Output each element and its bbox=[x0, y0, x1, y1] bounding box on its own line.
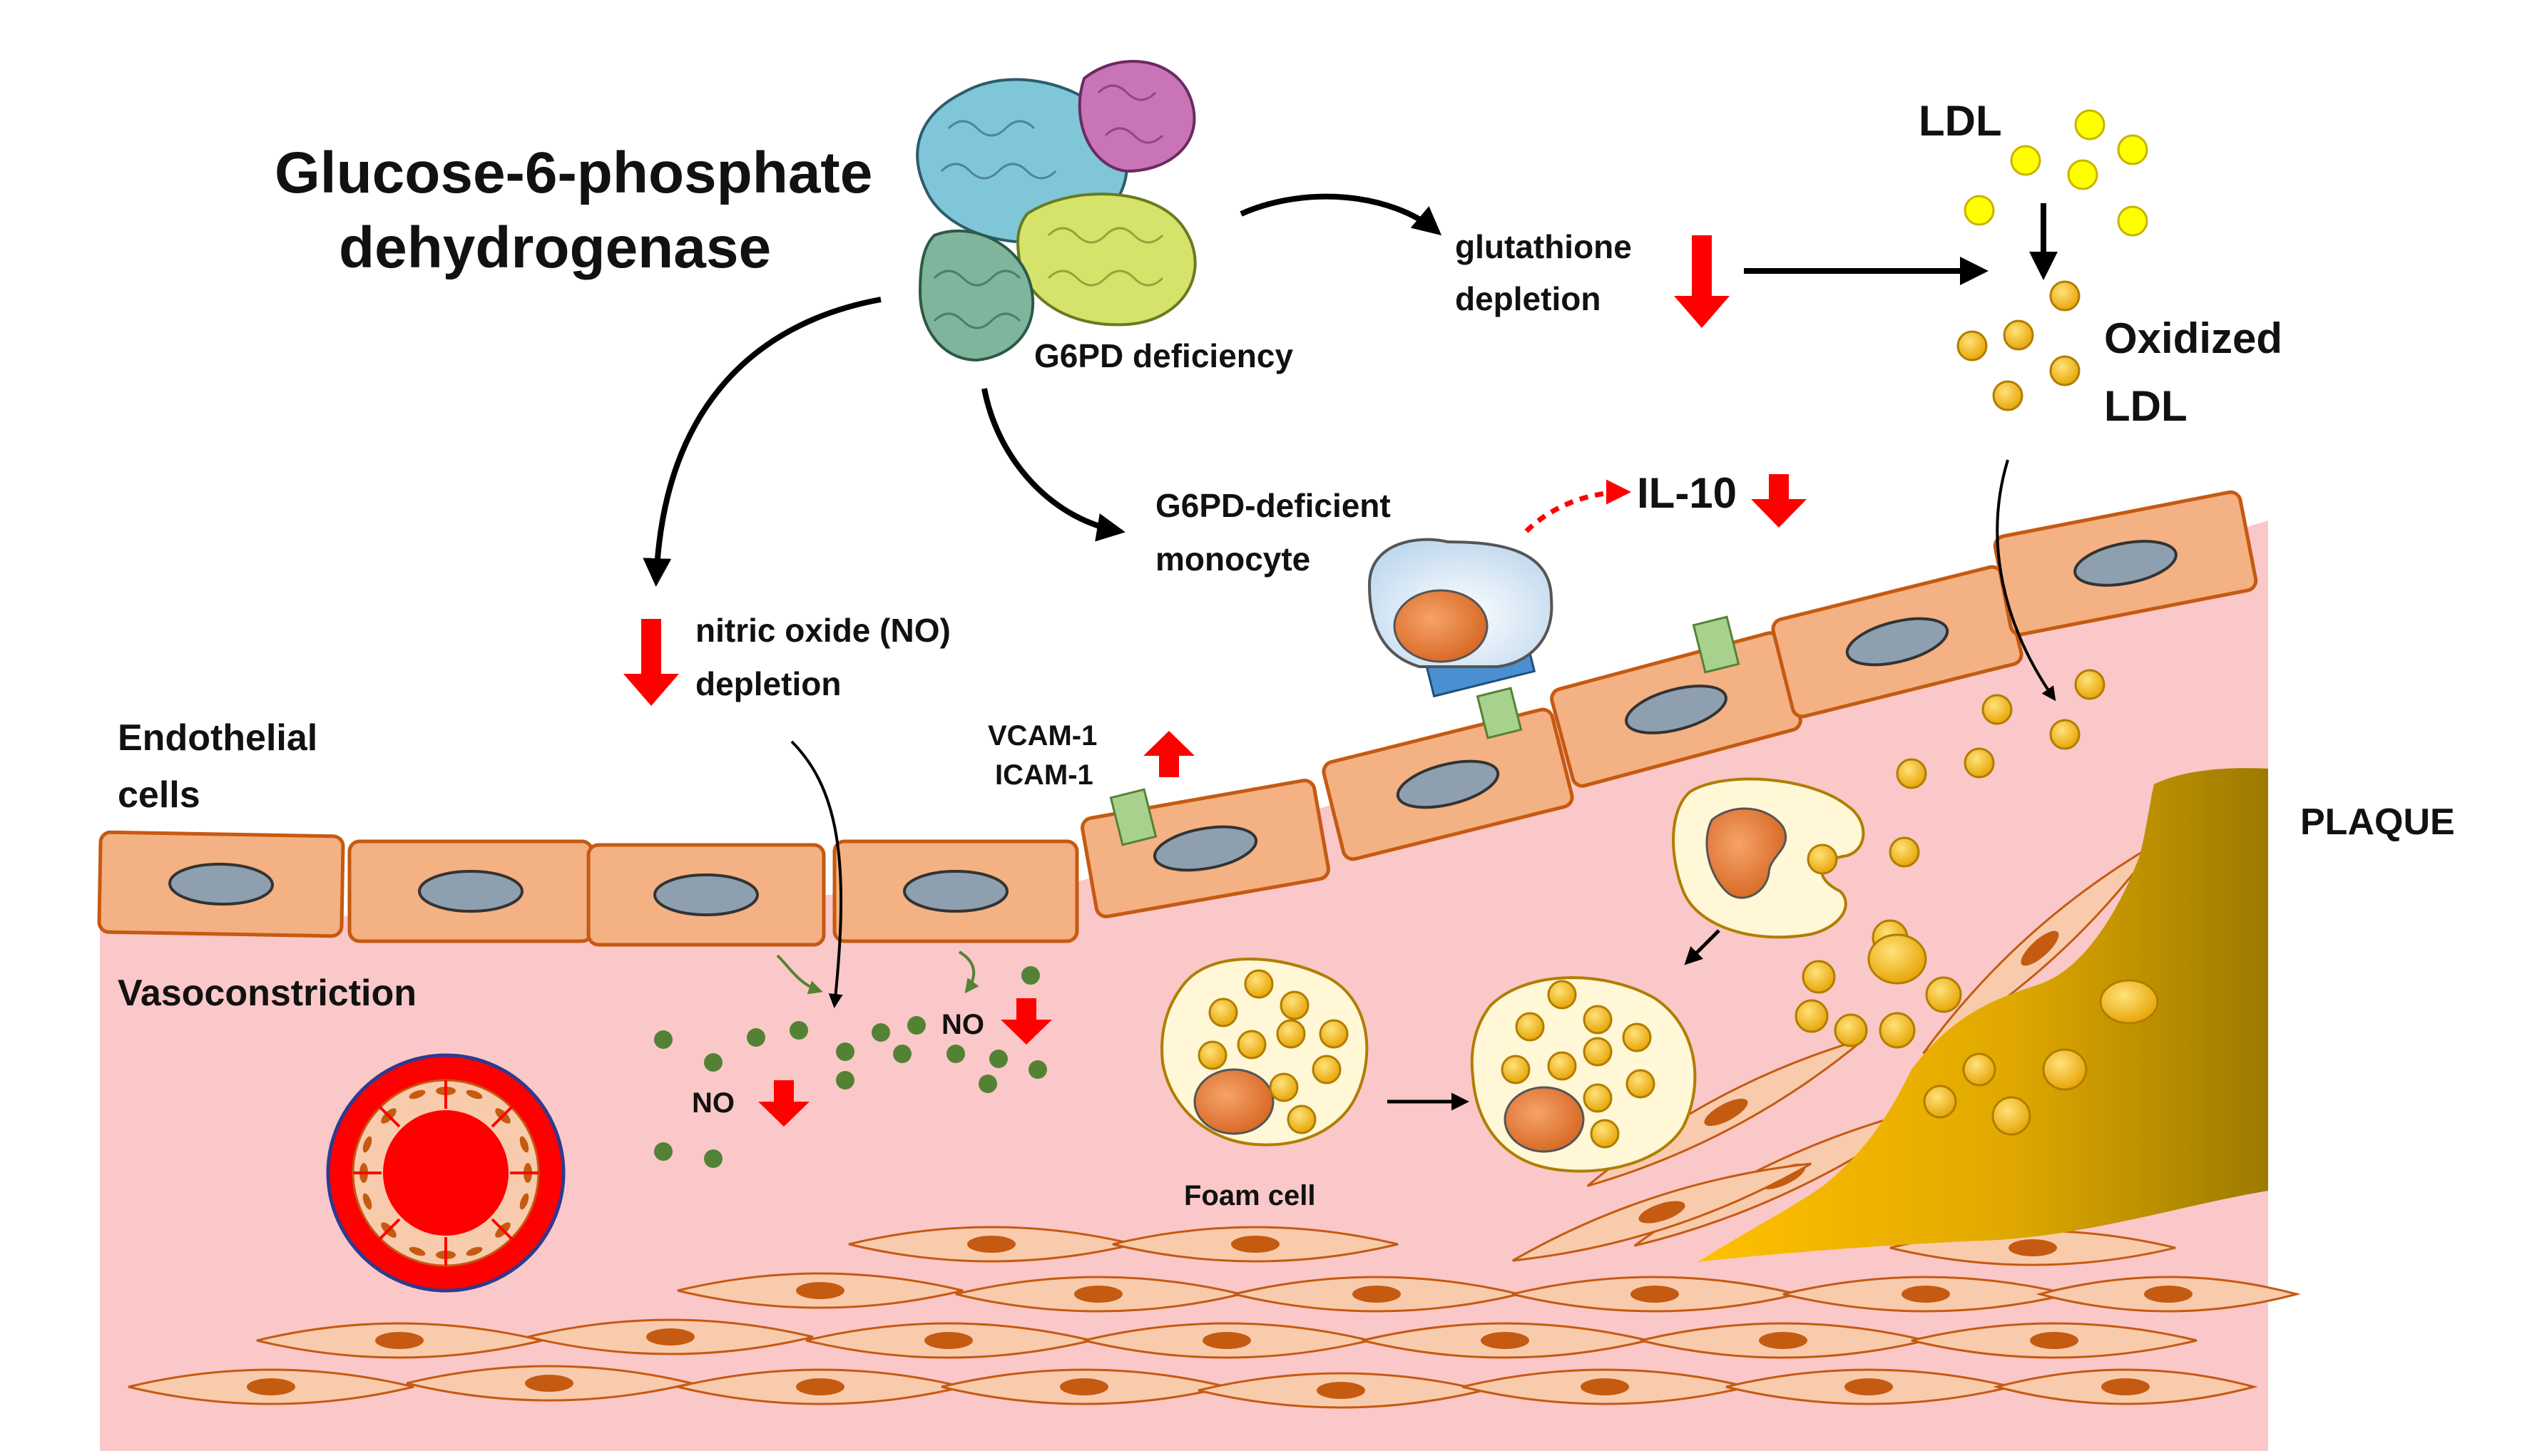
plaque-ldl-particles bbox=[1923, 979, 2159, 1136]
arrow-down-glutathione-icon bbox=[1674, 235, 1730, 328]
g6pd-protein-structure bbox=[916, 60, 1197, 362]
title-line2: dehydrogenase bbox=[339, 215, 771, 280]
adhesion-molecule-2 bbox=[1692, 615, 1740, 674]
plaque-label: PLAQUE bbox=[2300, 801, 2455, 843]
endothelial-cells-label-1: Endothelial bbox=[118, 717, 317, 759]
intimal-oxldl-particles bbox=[1795, 669, 2106, 1049]
thin-arrows bbox=[790, 459, 2056, 1111]
g6pd-deficient-monocyte bbox=[1367, 538, 1553, 739]
vasoconstriction-label: Vasoconstriction bbox=[118, 973, 417, 1014]
arrow-up-vcam-icon bbox=[1143, 731, 1195, 777]
ldl-particles bbox=[1964, 109, 2148, 237]
oxidized-ldl-label-2: LDL bbox=[2104, 382, 2188, 430]
vasoconstriction-vessel bbox=[326, 1053, 566, 1293]
endothelial-layer bbox=[97, 490, 2258, 947]
arrow-down-no-depletion-icon bbox=[623, 619, 679, 706]
foam-cell-right bbox=[1470, 976, 1697, 1173]
icam-label: ICAM-1 bbox=[995, 759, 1093, 791]
pathway-arrows bbox=[643, 193, 2058, 587]
plaque-deposit bbox=[1698, 768, 2268, 1262]
il10-label: IL-10 bbox=[1637, 469, 1737, 517]
oxidized-ldl-label-1: Oxidized bbox=[2104, 314, 2282, 362]
endothelial-cells-label-2: cells bbox=[118, 774, 200, 816]
title-line1: Glucose-6-phosphate bbox=[275, 140, 872, 205]
no-depletion-label-1: nitric oxide (NO) bbox=[695, 612, 951, 649]
dotted-arrow-to-il10 bbox=[1524, 479, 1631, 533]
glutathione-label-2: depletion bbox=[1455, 280, 1601, 317]
smooth-muscle-layer bbox=[128, 842, 2301, 1409]
no-molecules bbox=[654, 966, 1047, 1168]
no-release-arrows bbox=[776, 950, 979, 995]
arrow-macrophage-to-foam bbox=[1684, 929, 1720, 965]
arrow-to-monocyte bbox=[981, 388, 1126, 542]
monocyte-label-2: monocyte bbox=[1155, 540, 1310, 578]
red-down-arrows bbox=[623, 235, 1807, 1127]
no-depletion-label-2: depletion bbox=[695, 665, 841, 702]
ldl-label: LDL bbox=[1919, 97, 2002, 145]
foam-cell-label: Foam cell bbox=[1184, 1180, 1316, 1211]
arrow-to-no-depletion bbox=[643, 297, 882, 587]
arrow-no-into-wall bbox=[790, 740, 843, 1008]
macrophage-engulfing bbox=[1672, 777, 1865, 939]
vcam-icam-adhesion-molecule bbox=[1109, 788, 1158, 846]
vcam-label: VCAM-1 bbox=[988, 720, 1097, 752]
monocyte-label-1: G6PD-deficient bbox=[1155, 487, 1391, 524]
no-label-left: NO bbox=[692, 1087, 735, 1119]
foam-cell-left bbox=[1160, 958, 1369, 1147]
arrow-down-no-right-icon bbox=[1001, 998, 1052, 1045]
arrow-to-glutathione bbox=[1240, 193, 1442, 236]
glutathione-label-1: glutathione bbox=[1455, 228, 1632, 265]
g6pd-deficiency-label: G6PD deficiency bbox=[1034, 337, 1293, 374]
no-label-right: NO bbox=[941, 1009, 984, 1040]
arrow-down-il10-icon bbox=[1751, 474, 1807, 528]
oxidized-ldl-particles bbox=[1956, 280, 2081, 411]
arrow-down-no-left-icon bbox=[758, 1080, 810, 1127]
arrow-oxldl-into-wall bbox=[1996, 459, 2056, 702]
